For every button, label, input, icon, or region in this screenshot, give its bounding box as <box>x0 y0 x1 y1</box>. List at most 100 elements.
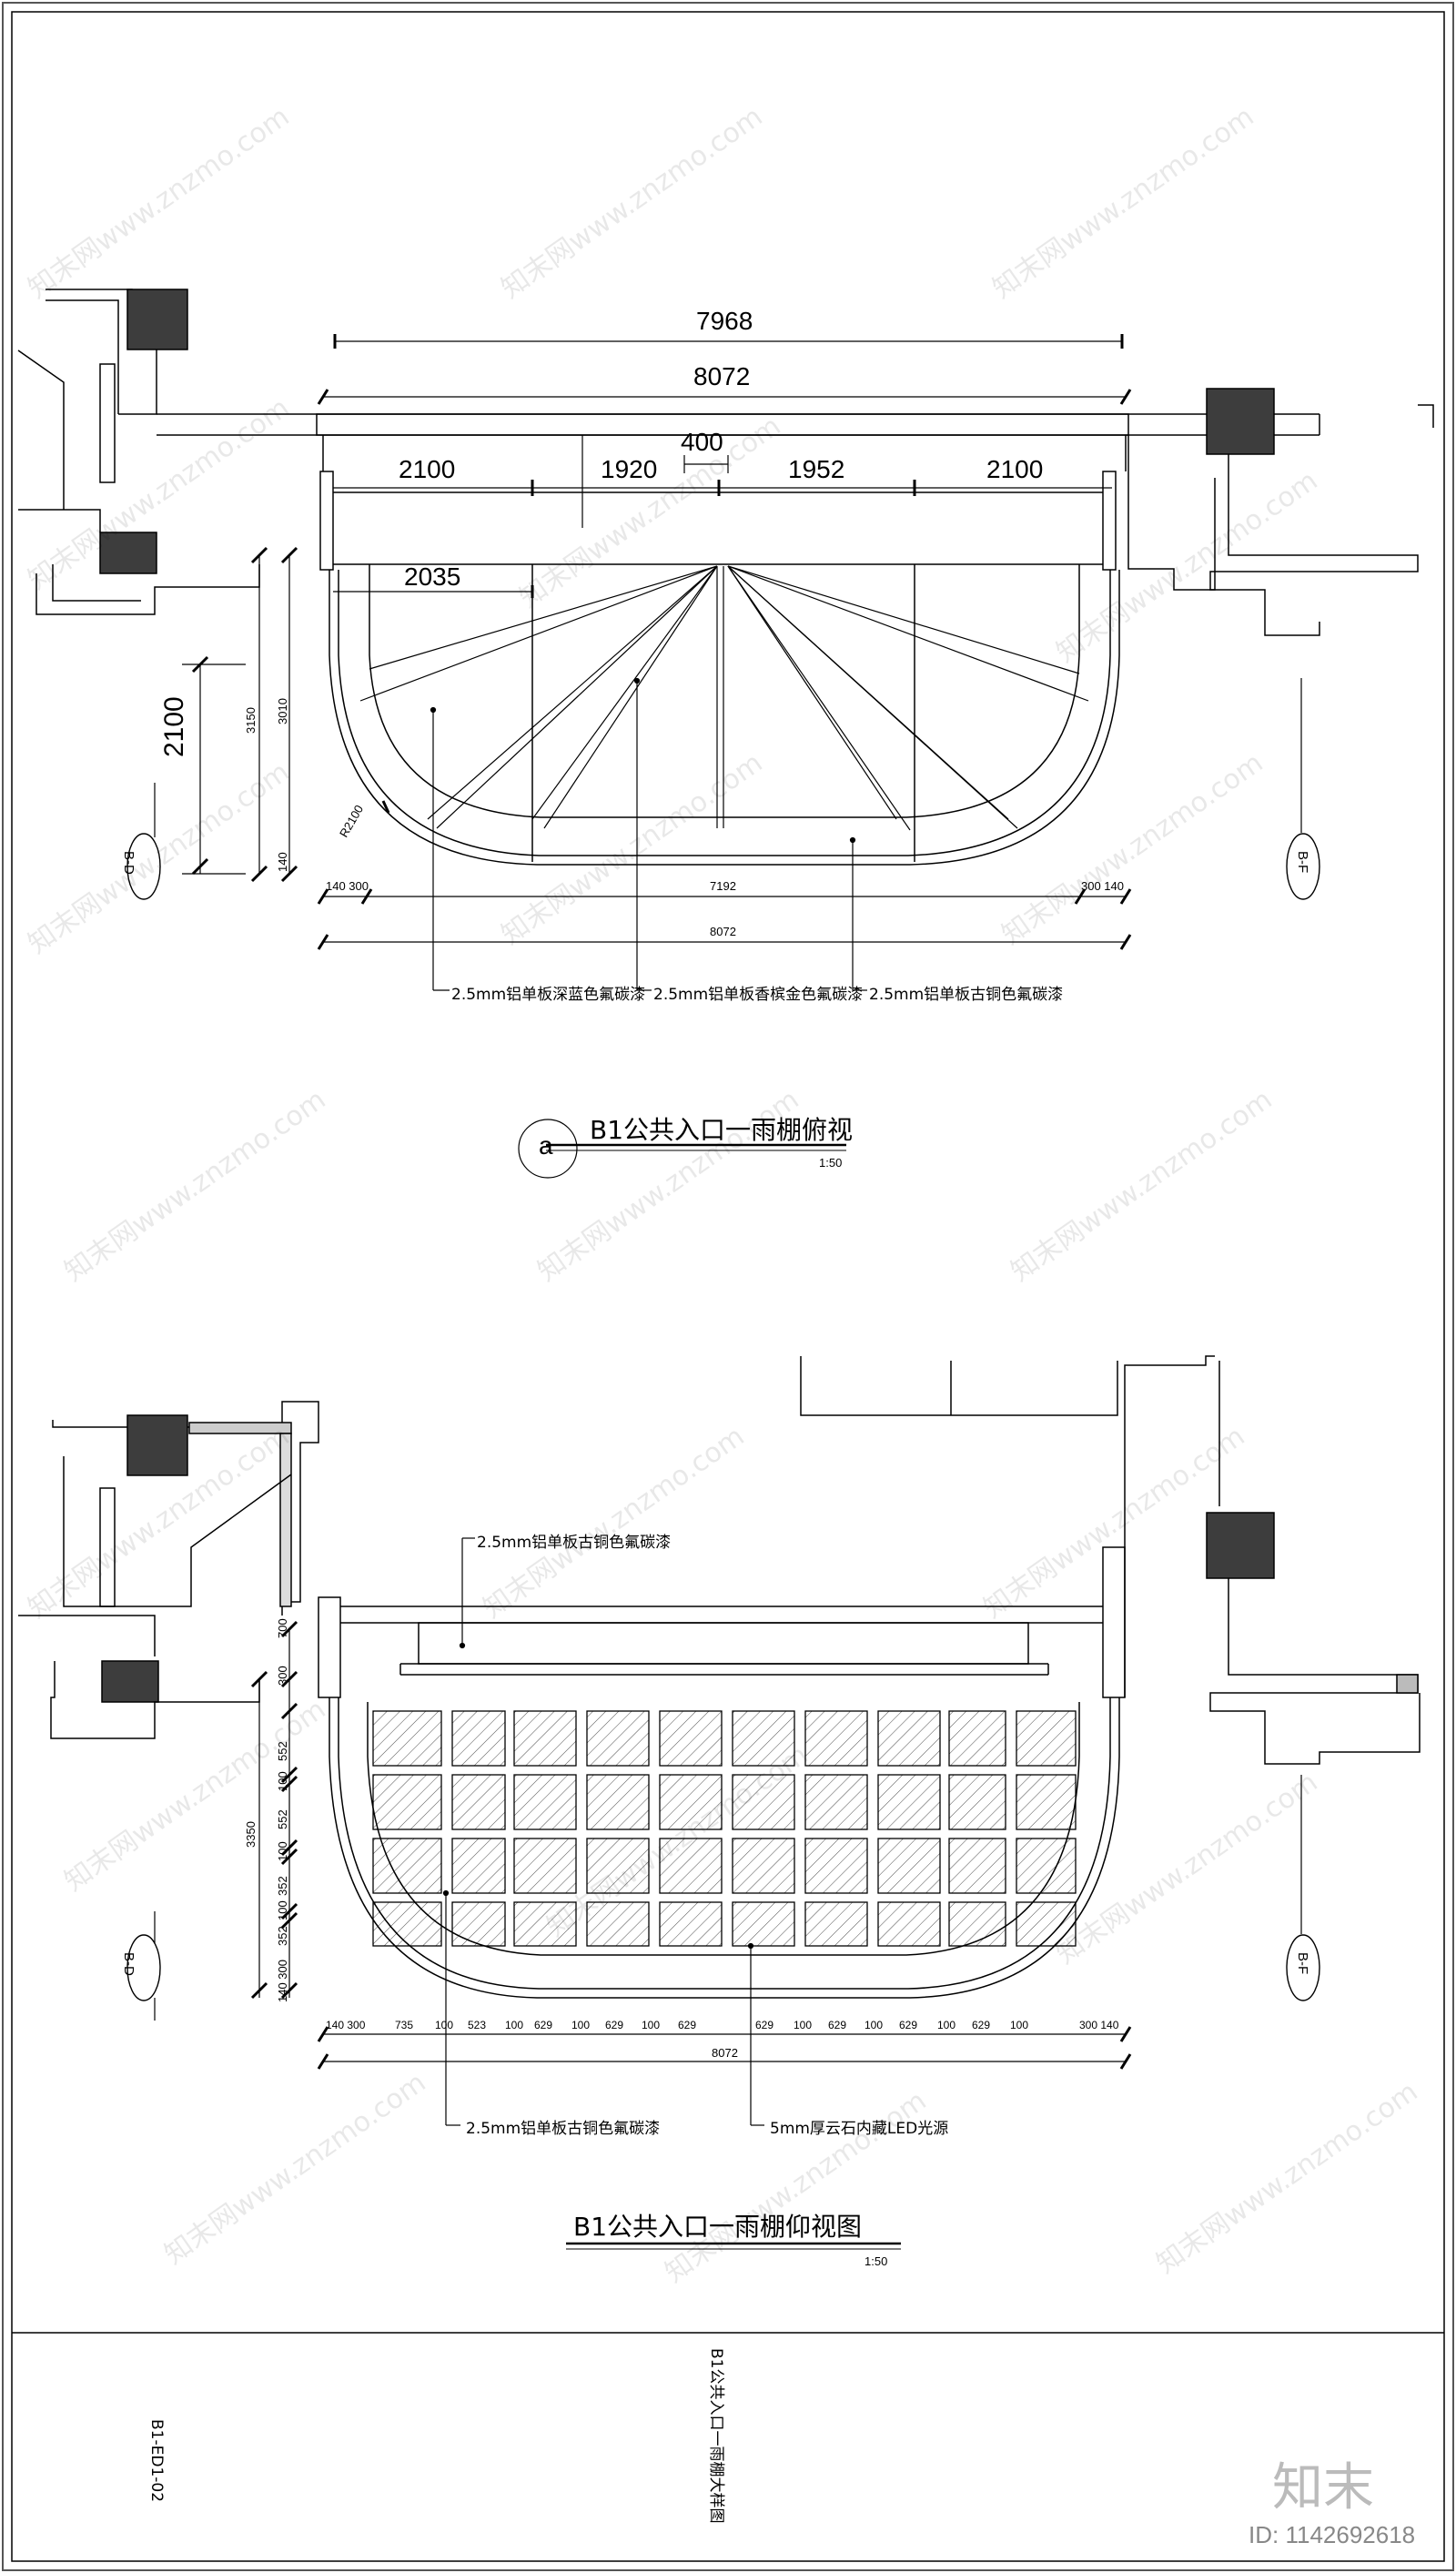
led-panel <box>586 1838 650 1894</box>
bottom-dim: 100 <box>794 2019 813 2031</box>
bottom-dim: 735 <box>395 2019 414 2031</box>
led-panel <box>732 1838 795 1894</box>
watermark-text: 知末网www.znzmo.com <box>158 2066 432 2272</box>
watermark-text: 知末网www.znzmo.com <box>22 1420 296 1626</box>
bottom-total-8072: 8072 <box>712 2046 738 2060</box>
led-panel <box>659 1901 723 1947</box>
watermark-text: 知末网www.znzmo.com <box>22 755 296 961</box>
led-panel <box>1016 1838 1077 1894</box>
dim-overall-7968: 7968 <box>696 307 753 335</box>
led-panel <box>732 1774 795 1830</box>
bottom-dim: 629 <box>755 2019 774 2031</box>
top-view-title: B1公共入口一雨棚俯视 <box>590 1115 854 1145</box>
bottom-left-dim: 552 <box>276 1809 289 1829</box>
watermark-text: 知末网www.znzmo.com <box>1005 1083 1279 1289</box>
led-panel <box>372 1774 442 1830</box>
bottom-left-dim: 352 <box>276 1926 289 1946</box>
bottom-dim: 523 <box>468 2019 487 2031</box>
led-panel <box>948 1901 1006 1947</box>
dim-bottom-8072: 8072 <box>710 925 736 938</box>
watermark-text: 知末网www.znzmo.com <box>1150 2075 1424 2281</box>
bottom-dim: 100 <box>435 2019 454 2031</box>
bottom-left-dim: 100 <box>276 1900 289 1920</box>
led-panel <box>804 1901 868 1947</box>
dim-left-3010: 3010 <box>276 698 289 724</box>
watermark-text: 知末网www.znzmo.com <box>495 100 769 306</box>
dim-left-140: 140 <box>276 852 289 872</box>
led-panel <box>1016 1901 1077 1947</box>
led-panel <box>1016 1774 1077 1830</box>
led-panel <box>732 1710 795 1767</box>
bottom-dim: 300 140 <box>1079 2019 1119 2031</box>
bottom-dim: 140 300 <box>326 2019 366 2031</box>
watermark-text: 知末网www.znzmo.com <box>986 100 1260 306</box>
led-panel <box>877 1901 941 1947</box>
bottom-dim: 629 <box>534 2019 553 2031</box>
led-panel <box>948 1710 1006 1767</box>
watermark-text: 知末网www.znzmo.com <box>58 1083 332 1289</box>
note-gold: 2.5mm铝单板香槟金色氟碳漆 <box>653 986 864 1004</box>
watermark-text: 知末网www.znzmo.com <box>22 391 296 597</box>
bottom-dim: 629 <box>605 2019 624 2031</box>
axis-label-right-2: B-F <box>1295 1952 1310 1975</box>
top-view-dimensions <box>154 334 1302 1179</box>
note-blue: 2.5mm铝单板深蓝色氟碳漆 <box>451 986 646 1004</box>
bottom-dim: 629 <box>828 2019 847 2031</box>
led-panel <box>586 1901 650 1947</box>
watermark-text: 知末网www.znzmo.com <box>531 1083 805 1289</box>
view-marker: a <box>539 1131 553 1160</box>
bottom-view-title: B1公共入口一雨棚仰视图 <box>573 2212 863 2242</box>
watermark-text: 知末网www.znzmo.com <box>977 1420 1251 1626</box>
bottom-dim: 100 <box>937 2019 956 2031</box>
led-panel <box>732 1901 795 1947</box>
axis-label-right: B-F <box>1295 851 1310 874</box>
bottom-left-dim: 140 300 <box>276 1960 289 2002</box>
note-bottom-left: 2.5mm铝单板古铜色氟碳漆 <box>466 2120 661 2138</box>
bottom-dim: 100 <box>1010 2019 1029 2031</box>
bottom-left-total: 3350 <box>244 1821 258 1848</box>
bottom-dim: 100 <box>571 2019 591 2031</box>
led-panel <box>513 1901 577 1947</box>
led-panel <box>451 1901 506 1947</box>
led-panel <box>372 1838 442 1894</box>
dim-bottom-right: 300 140 <box>1081 879 1124 893</box>
bottom-left-dim: 100 <box>276 1841 289 1861</box>
top-view-scale: 1:50 <box>819 1156 843 1170</box>
bottom-view-plan <box>18 1355 1421 1999</box>
bottom-left-dim: 352 <box>276 1876 289 1896</box>
led-panel <box>451 1838 506 1894</box>
dim-bottom-left: 140 300 <box>326 879 369 893</box>
note-bottom-top: 2.5mm铝单板古铜色氟碳漆 <box>477 1534 672 1552</box>
led-panel <box>451 1774 506 1830</box>
led-panel <box>372 1901 442 1947</box>
watermark-text: 知末网www.znzmo.com <box>495 746 769 952</box>
led-panel <box>948 1838 1006 1894</box>
dim-left-3150: 3150 <box>244 707 258 734</box>
bottom-dim: 629 <box>678 2019 697 2031</box>
watermark-text: 知末网www.znzmo.com <box>22 100 296 306</box>
watermark-text: 知末网www.znzmo.com <box>541 1738 814 1944</box>
led-panel <box>586 1774 650 1830</box>
led-panel <box>451 1710 506 1767</box>
dim-seg-2100-right: 2100 <box>986 455 1044 483</box>
led-panel <box>659 1710 723 1767</box>
bottom-dim: 100 <box>864 2019 884 2031</box>
watermark-text: 知末网www.znzmo.com <box>1050 1766 1324 1971</box>
bottom-left-dim: 300 <box>276 1666 289 1686</box>
dim-inner-2035: 2035 <box>404 562 461 591</box>
bottom-dim: 629 <box>972 2019 991 2031</box>
led-panel <box>586 1710 650 1767</box>
led-panel <box>948 1774 1006 1830</box>
dim-seg-1920: 1920 <box>601 455 658 483</box>
watermark-text: 知末网www.znzmo.com <box>477 1420 751 1626</box>
top-view-plan <box>17 289 1434 866</box>
watermark-logo: 知末 <box>1272 2458 1374 2517</box>
watermark-text: 知末网www.znzmo.com <box>659 2084 933 2290</box>
led-panel <box>877 1838 941 1894</box>
bottom-view-scale: 1:50 <box>864 2254 888 2268</box>
watermark-text: 知末网www.znzmo.com <box>1050 464 1324 670</box>
bottom-dim: 100 <box>642 2019 661 2031</box>
led-panel <box>372 1710 442 1767</box>
note-bronze: 2.5mm铝单板古铜色氟碳漆 <box>869 986 1064 1004</box>
dim-bottom-7192: 7192 <box>710 879 736 893</box>
